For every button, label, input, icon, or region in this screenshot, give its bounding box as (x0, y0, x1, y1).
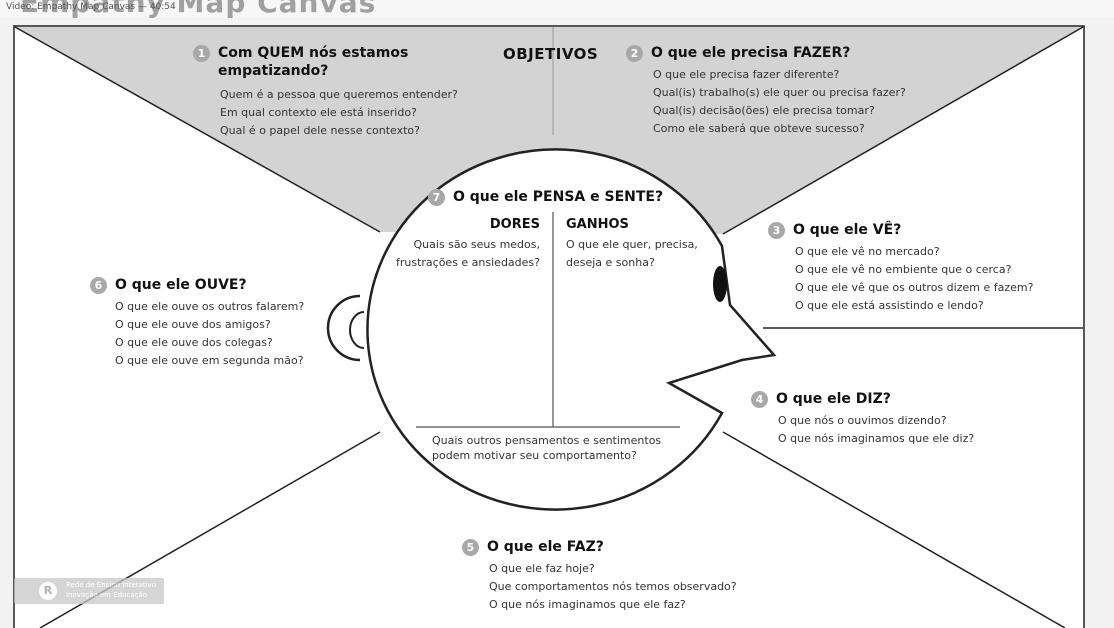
dores-block: DORES Quais são seus medos, frustrações … (380, 217, 540, 272)
diagonal-top-left (14, 26, 381, 233)
question: O que ele precisa fazer diferente? (653, 68, 840, 81)
watermark-badge: R Rede de Ensino Interativo Inovação em … (14, 578, 164, 604)
other-thoughts-block: Quais outros pensamentos e sentimentos p… (432, 433, 661, 463)
ganhos-line: O que ele quer, precisa, (566, 238, 698, 251)
question: Qual(is) decisão(ões) ele precisa tomar? (653, 104, 875, 117)
section-title: O que ele PENSA e SENTE? (453, 189, 664, 205)
ganhos-label: GANHOS (566, 217, 629, 232)
ear-icon (326, 294, 361, 362)
question: Quem é a pessoa que queremos entender? (220, 88, 458, 101)
question: Que comportamentos nós temos observado? (489, 580, 737, 593)
section-title: O que ele VÊ? (793, 222, 902, 238)
section-title: O que ele FAZ? (487, 539, 604, 555)
number-badge: 7 (428, 188, 445, 206)
question: Como ele saberá que obteve sucesso? (653, 122, 865, 135)
diagonal-top-right (722, 26, 1084, 235)
question: O que ele está assistindo e lendo? (795, 299, 984, 312)
question: O que nós imaginamos que ele diz? (778, 432, 975, 445)
number-badge: 2 (626, 44, 643, 62)
question: O que ele ouve dos colegas? (115, 336, 273, 349)
number-badge: 6 (90, 276, 107, 294)
section-who: 1 Com QUEM nós estamos empatizando? Quem … (193, 44, 458, 140)
section-title: Com QUEM nós estamos (218, 45, 409, 61)
section-thinks-feels: 7 O que ele PENSA e SENTE? (428, 188, 663, 206)
question: Qual é o papel dele nesse contexto? (220, 124, 421, 137)
section-hears: 6 O que ele OUVE? O que ele ouve os outro… (90, 276, 304, 370)
other-thoughts-line: Quais outros pensamentos e sentimentos (432, 434, 662, 447)
dores-line: frustrações e ansiedades? (395, 256, 540, 269)
other-thoughts-line: podem motivar seu comportamento? (432, 449, 637, 462)
number-badge: 5 (462, 538, 479, 556)
ganhos-line: deseja e sonha? (566, 256, 655, 269)
section-title: O que ele OUVE? (115, 277, 247, 293)
badge-line: Inovação em Educação (66, 591, 148, 599)
video-caption: Video: Empathy Map Canvas — 40:54 (6, 2, 176, 12)
question: Qual(is) trabalho(s) ele quer ou precisa… (653, 86, 906, 99)
logo-icon: R (39, 582, 57, 600)
question: O que nós o ouvimos dizendo? (778, 414, 947, 427)
number-badge: 4 (751, 390, 768, 408)
question: O que ele vê no embiente que o cerca? (795, 263, 1012, 276)
section-says: 4 O que ele DIZ? O que nós o ouvimos dize… (751, 390, 974, 448)
ear-inner (349, 311, 365, 349)
question: O que ele vê no mercado? (795, 245, 940, 258)
overlay-title: Empathy Map Canvas (20, 0, 377, 19)
number-badge: 3 (768, 221, 785, 239)
objectives-region (15, 27, 1083, 234)
ganhos-block: GANHOS O que ele quer, precisa, deseja e… (566, 217, 698, 272)
section-do-needs: 2 O que ele precisa FAZER? O que ele prec… (626, 44, 906, 138)
question: O que ele vê que os outros dizem e fazem… (795, 281, 1034, 294)
question: O que ele faz hoje? (489, 562, 595, 575)
question: O que ele ouve dos amigos? (115, 318, 271, 331)
badge-line: Rede de Ensino Interativo (66, 581, 157, 589)
diagonal-bottom-right (722, 431, 1066, 628)
section-title-line2: empatizando? (218, 63, 329, 79)
top-bar: Empathy Map Canvas Video: Empathy Map Ca… (0, 0, 1114, 19)
section-does: 5 O que ele FAZ? O que ele faz hoje? Que … (462, 538, 737, 614)
number-badge: 1 (193, 44, 210, 62)
question: O que nós imaginamos que ele faz? (489, 598, 686, 611)
section-title: O que ele precisa FAZER? (651, 45, 851, 61)
dores-line: Quais são seus medos, (413, 238, 540, 251)
question: O que ele ouve os outros falarem? (115, 300, 305, 313)
section-title: O que ele DIZ? (776, 391, 891, 407)
eye-icon (713, 266, 727, 302)
dores-label: DORES (489, 217, 540, 232)
objectives-label: OBJETIVOS (503, 45, 599, 63)
question: O que ele ouve em segunda mão? (115, 354, 304, 367)
head-outline (366, 148, 777, 511)
question: Em qual contexto ele está inserido? (220, 106, 417, 119)
